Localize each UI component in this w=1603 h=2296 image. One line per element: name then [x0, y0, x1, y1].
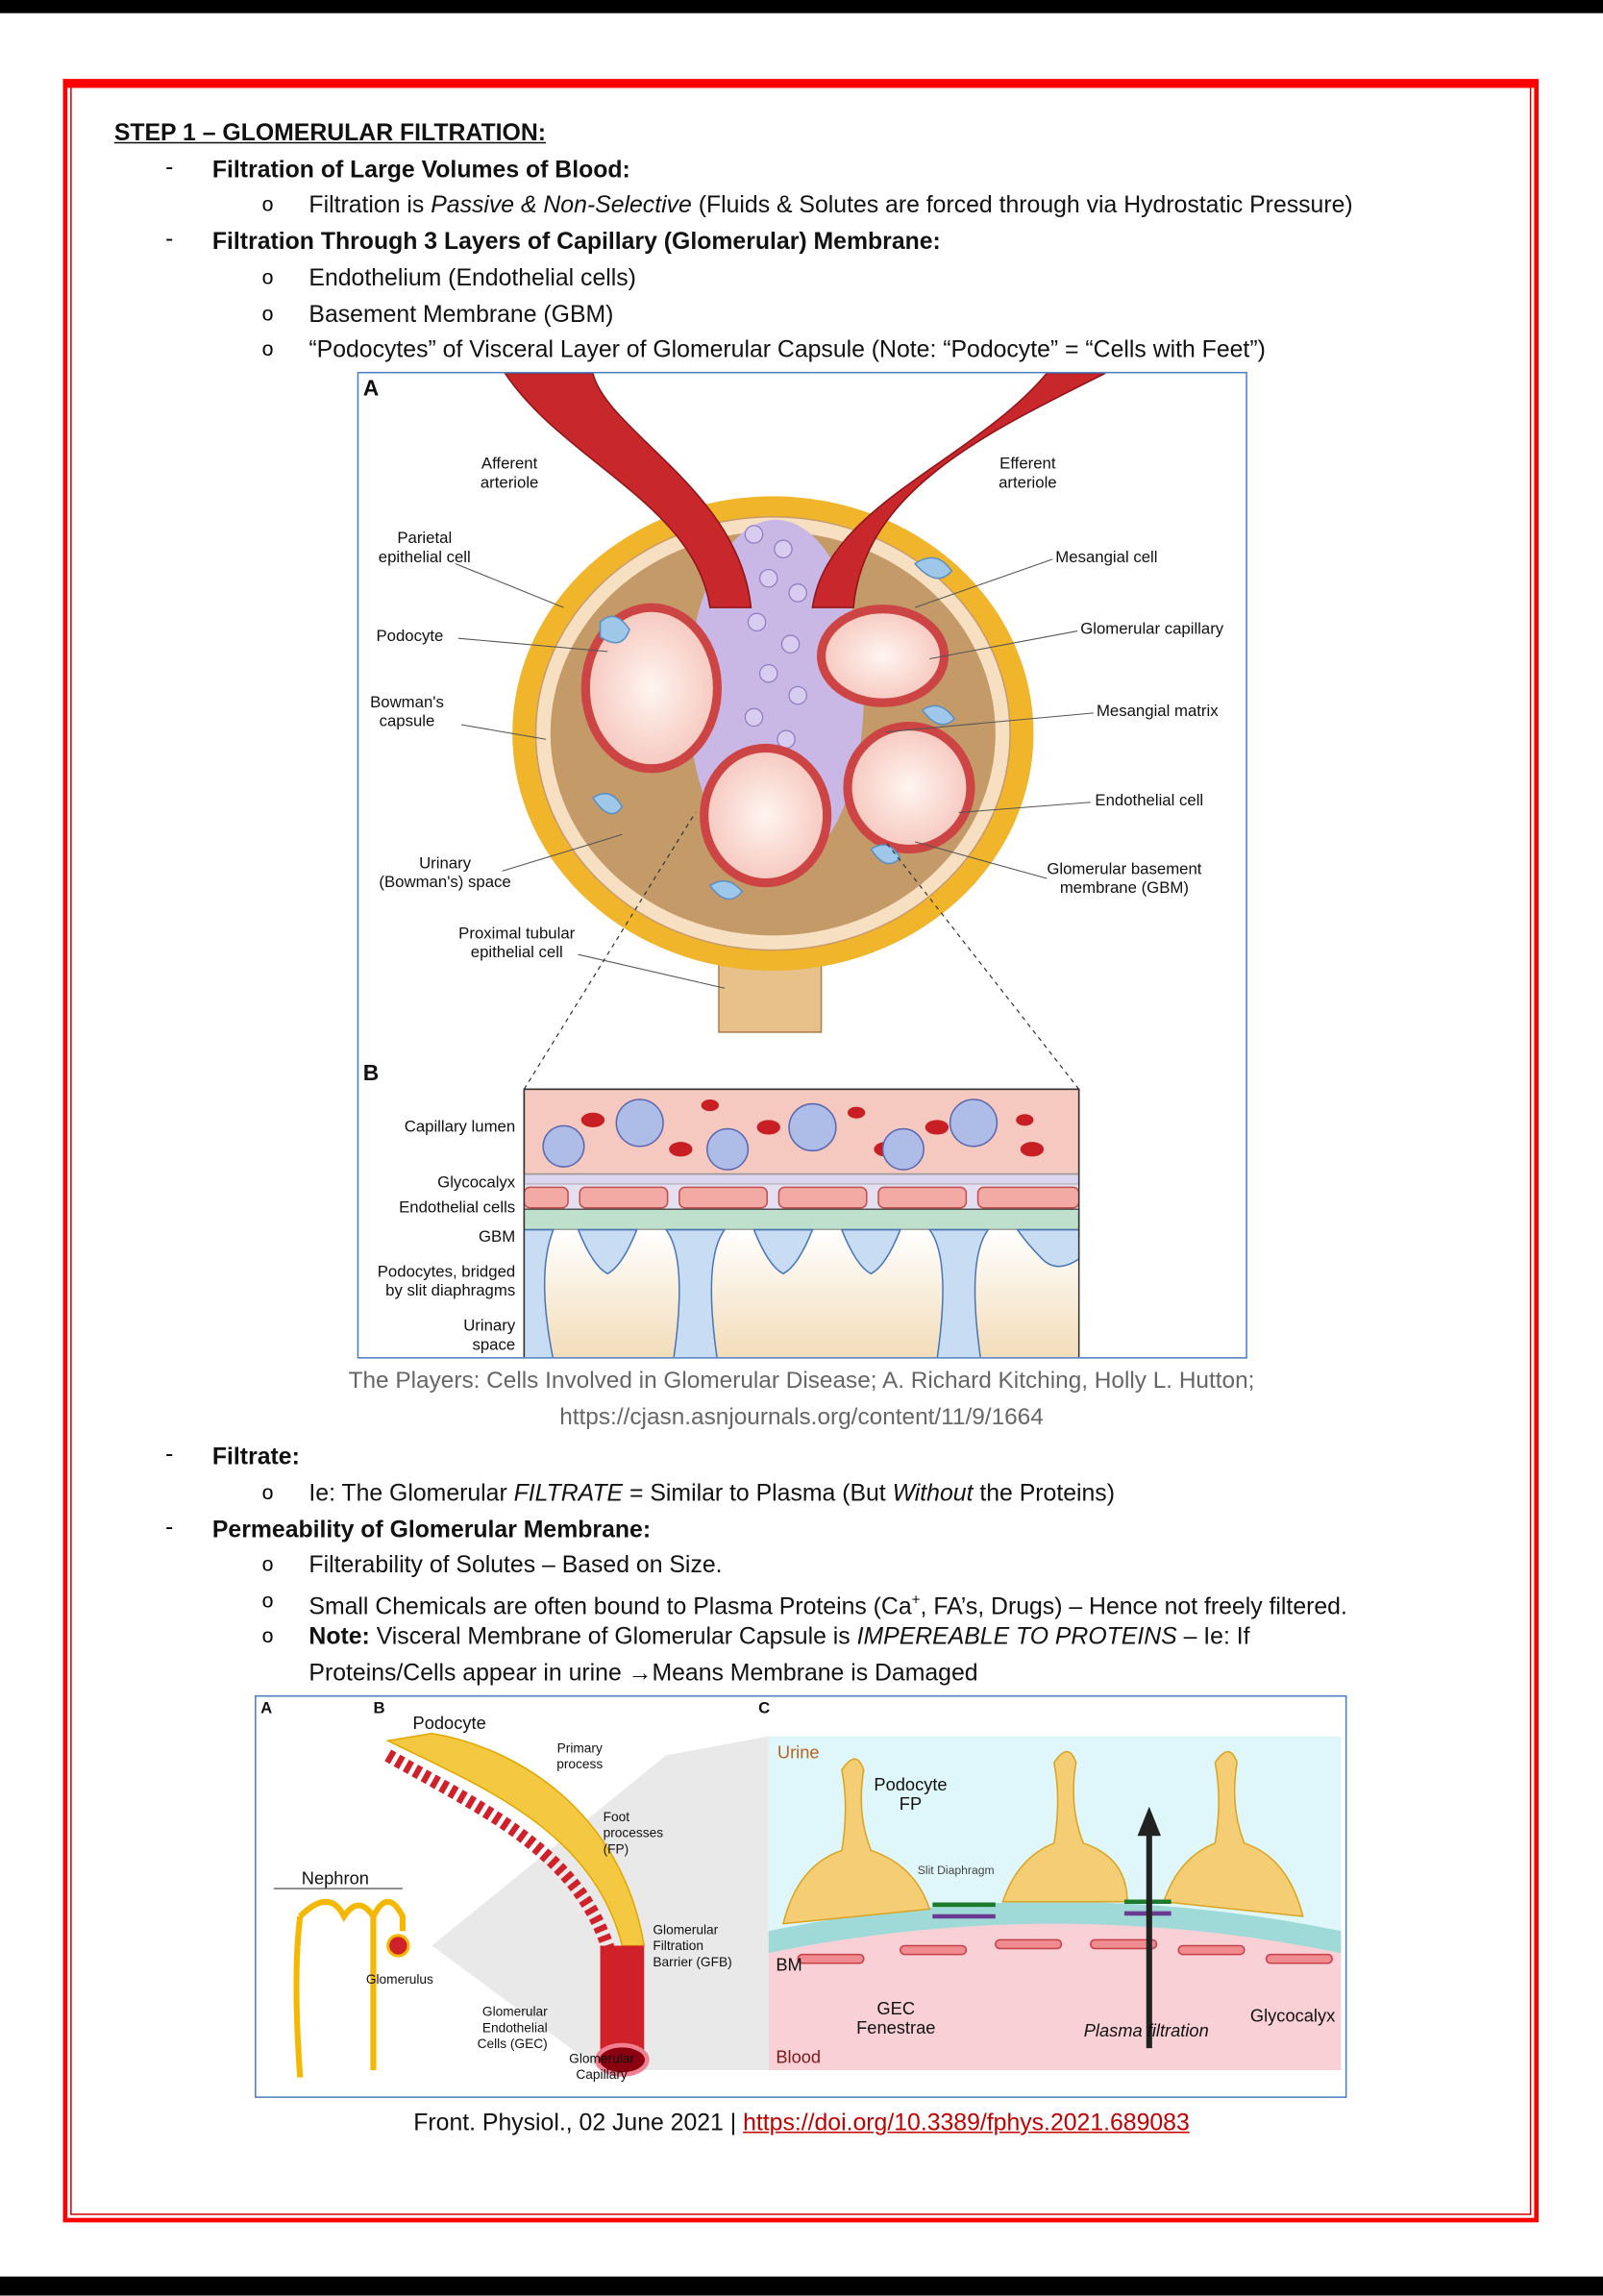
white-blood-cells	[542, 1099, 999, 1171]
label-blood: Blood	[776, 2046, 822, 2067]
label-podocyte: Podocyte	[412, 1713, 486, 1734]
filtration-barrier-figure: A B C Podocyte Primary process Foot proc…	[255, 1694, 1347, 2098]
sub-item: “Podocytes” of Visceral Layer of Glomeru…	[308, 336, 1266, 363]
label-gbm: Glomerular basement membrane (GBM)	[1047, 860, 1202, 898]
label-slit-diaphragm: Slit Diaphragm	[917, 1864, 995, 1877]
bullet-dash: -	[165, 227, 174, 253]
sub-item-continued: Proteins/Cells appear in urine →Means Me…	[308, 1660, 978, 1687]
bullet-title: Permeability of Glomerular Membrane:	[211, 1517, 652, 1543]
label-plasma-filtration: Plasma filtration	[1083, 2020, 1209, 2041]
figure1-caption-url[interactable]: https://cjasn.asnjournals.org/content/11…	[559, 1405, 1044, 1431]
label-glycocalyx: Glycocalyx	[437, 1173, 516, 1192]
sub-item: Endothelium (Endothelial cells)	[308, 264, 636, 292]
bullet-dash: -	[165, 155, 174, 181]
sub-item: Basement Membrane (GBM)	[308, 301, 614, 329]
label-endothelial-cells: Endothelial cells	[399, 1198, 516, 1217]
label-glomerular-capillary: Glomerular Capillary	[569, 2051, 634, 2083]
sub-item: Note: Visceral Membrane of Glomerular Ca…	[308, 1623, 1250, 1650]
bullet-circle: o	[261, 336, 274, 360]
label-efferent-arteriole: Efferent arteriole	[999, 455, 1057, 492]
label-urinary-space-layer: Urinary space	[463, 1317, 516, 1355]
sub-item: Filtration is Passive & Non-Selective (F…	[308, 191, 1353, 218]
sub-item: Filterability of Solutes – Based on Size…	[308, 1551, 723, 1579]
label-primary-process: Primary process	[556, 1741, 604, 1772]
panel-label-b: B	[373, 1699, 385, 1717]
label-urine: Urine	[777, 1741, 820, 1764]
label-glomerulus: Glomerulus	[365, 1971, 433, 1987]
label-capillary-lumen: Capillary lumen	[404, 1118, 516, 1137]
label-gbm-layer: GBM	[479, 1228, 516, 1247]
filtration-barrier-illustration	[273, 1732, 1342, 2078]
red-blood-cells	[580, 1099, 1045, 1157]
label-glomerular-capillary: Glomerular capillary	[1080, 620, 1224, 639]
label-foot-processes: Foot processes (FP)	[603, 1809, 664, 1857]
page-border-top	[62, 79, 1539, 88]
label-afferent-arteriole: Afferent arteriole	[480, 455, 539, 492]
bullet-circle: o	[261, 191, 274, 215]
bullet-dash: -	[165, 1515, 174, 1541]
bullet-title: Filtrate:	[211, 1443, 300, 1470]
panel-label-c: C	[758, 1699, 771, 1717]
bullet-circle: o	[261, 1588, 274, 1613]
label-glycocalyx: Glycocalyx	[1249, 2005, 1336, 2027]
bullet-circle: o	[261, 1551, 274, 1576]
doi-link[interactable]: https://doi.org/10.3389/fphys.2021.68908…	[743, 2110, 1190, 2136]
sub-item: Ie: The Glomerular FILTRATE = Similar to…	[308, 1480, 1115, 1507]
glomerulus-illustration	[455, 373, 1106, 1358]
bullet-circle: o	[261, 1480, 274, 1504]
label-gec: Glomerular Endothelial Cells (GEC)	[477, 2004, 548, 2052]
glomerulus-figure: A B Afferent arteriole Efferent arteriol…	[357, 371, 1247, 1359]
label-podocyte-fp: Podocyte FP	[874, 1774, 948, 1815]
label-bowmans-capsule: Bowman's capsule	[370, 694, 444, 731]
label-gec-fenestrae: GEC Fenestrae	[856, 1998, 936, 2038]
bullet-title: Filtration of Large Volumes of Blood:	[211, 156, 630, 184]
bullet-circle: o	[261, 301, 274, 326]
bullet-circle: o	[261, 264, 274, 289]
panel-label-b: B	[362, 1061, 380, 1087]
sub-item: Small Chemicals are often bound to Plasm…	[308, 1592, 1347, 1620]
top-black-bar	[0, 0, 1603, 13]
label-bm: BM	[776, 1954, 802, 1975]
bottom-black-bar	[0, 2276, 1603, 2296]
figure2-citation: Front. Physiol., 02 June 2021 | https://…	[413, 2110, 1190, 2136]
bullet-circle: o	[261, 1623, 274, 1647]
label-proximal-tubular: Proximal tubular epithelial cell	[458, 925, 576, 962]
label-mesangial-cell: Mesangial cell	[1055, 549, 1158, 567]
label-gfb: Glomerular Filtration Barrier (GFB)	[653, 1922, 732, 1969]
label-nephron: Nephron	[301, 1867, 369, 1889]
label-podocyte: Podocyte	[376, 628, 444, 646]
label-endothelial-cell: Endothelial cell	[1095, 792, 1204, 810]
label-parietal-cell: Parietal epithelial cell	[378, 530, 471, 567]
label-mesangial-matrix: Mesangial matrix	[1096, 703, 1219, 721]
label-urinary-space: Urinary (Bowman's) space	[379, 854, 511, 892]
label-podocytes-layer: Podocytes, bridged by slit diaphragms	[377, 1263, 516, 1300]
bullet-dash: -	[165, 1442, 174, 1468]
panel-label-a: A	[362, 376, 380, 402]
panel-label-a: A	[260, 1699, 273, 1717]
bullet-title: Filtration Through 3 Layers of Capillary…	[211, 228, 941, 256]
section-heading: STEP 1 – GLOMERULAR FILTRATION:	[113, 119, 547, 147]
figure1-caption: The Players: Cells Involved in Glomerula…	[348, 1369, 1255, 1395]
